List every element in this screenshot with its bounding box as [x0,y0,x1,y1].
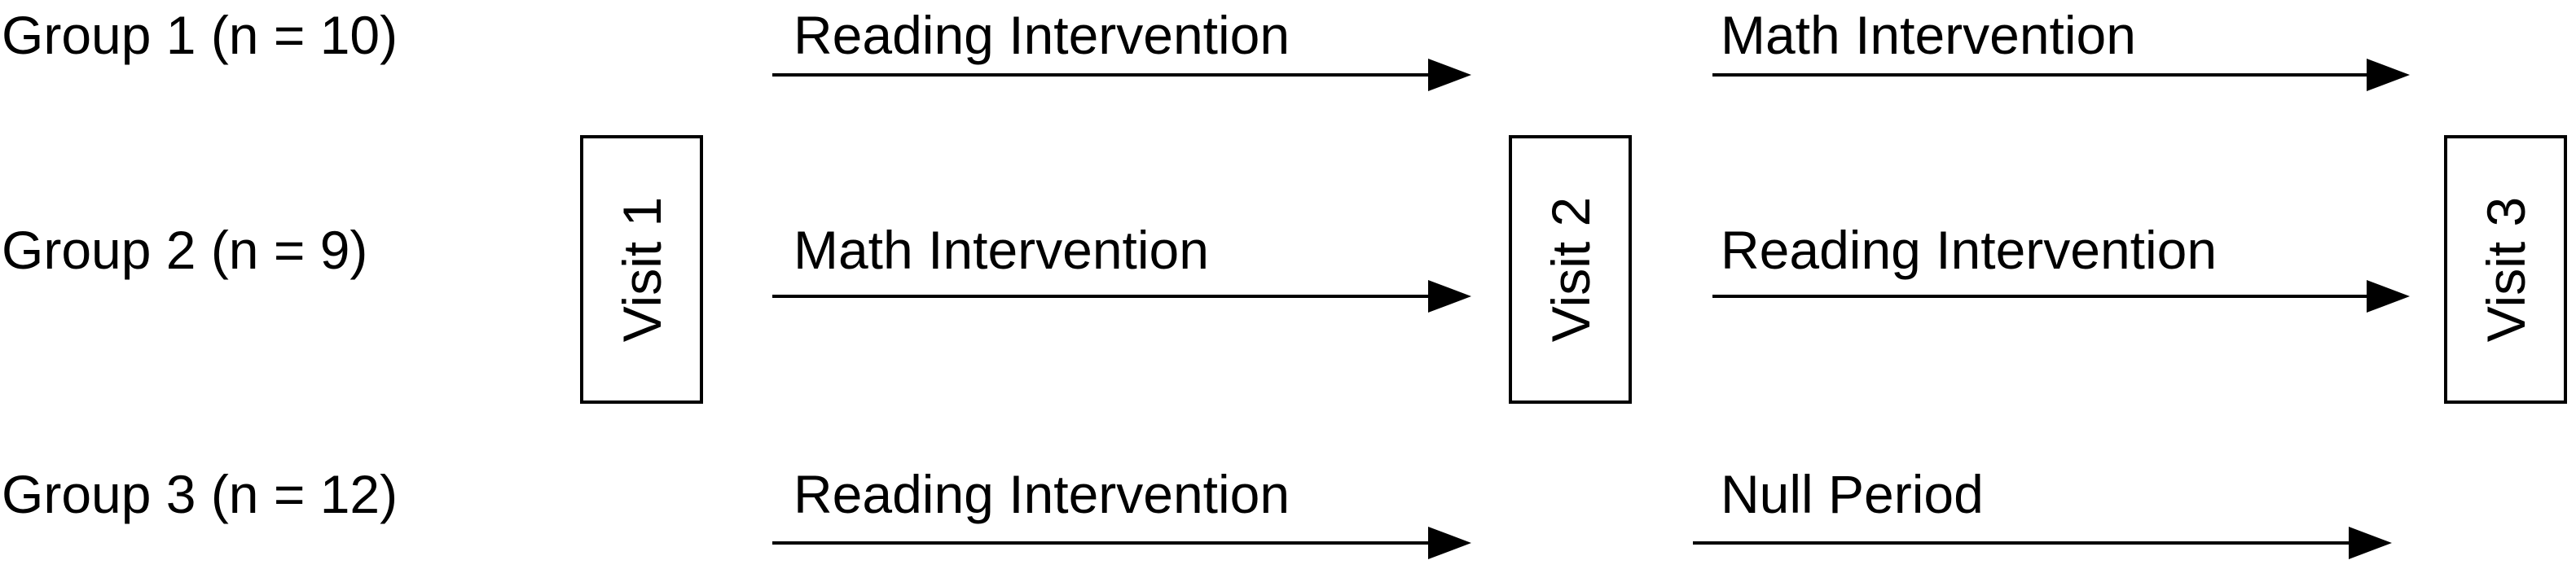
group-3-period-2-arrow [1693,527,2392,559]
visit-3-box: Visit 3 [2444,135,2567,404]
group-2-label: Group 2 (n = 9) [2,220,368,280]
group-3-label: Group 3 (n = 12) [2,464,398,524]
group-3-period-1-label: Reading Intervention [793,464,1290,524]
visit-1-box: Visit 1 [580,135,703,404]
group-1-label: Group 1 (n = 10) [2,5,398,65]
group-1-period-1-label: Reading Intervention [793,5,1290,65]
group-2-period-1-label: Math Intervention [793,220,1209,280]
group-3-period-2-label: Null Period [1721,464,1984,524]
visit-2-label: Visit 2 [1540,196,1601,343]
group-1-period-1-arrow [772,59,1471,91]
visit-2-box: Visit 2 [1509,135,1632,404]
group-2-period-2-arrow [1712,280,2410,313]
group-2-period-1-arrow [772,280,1471,313]
visit-3-label: Visit 3 [2475,196,2536,343]
visit-1-label: Visit 1 [611,196,672,343]
group-3-period-1-arrow [772,527,1471,559]
group-1-period-2-arrow [1712,59,2410,91]
group-1-period-2-label: Math Intervention [1721,5,2136,65]
group-2-period-2-label: Reading Intervention [1721,220,2218,280]
